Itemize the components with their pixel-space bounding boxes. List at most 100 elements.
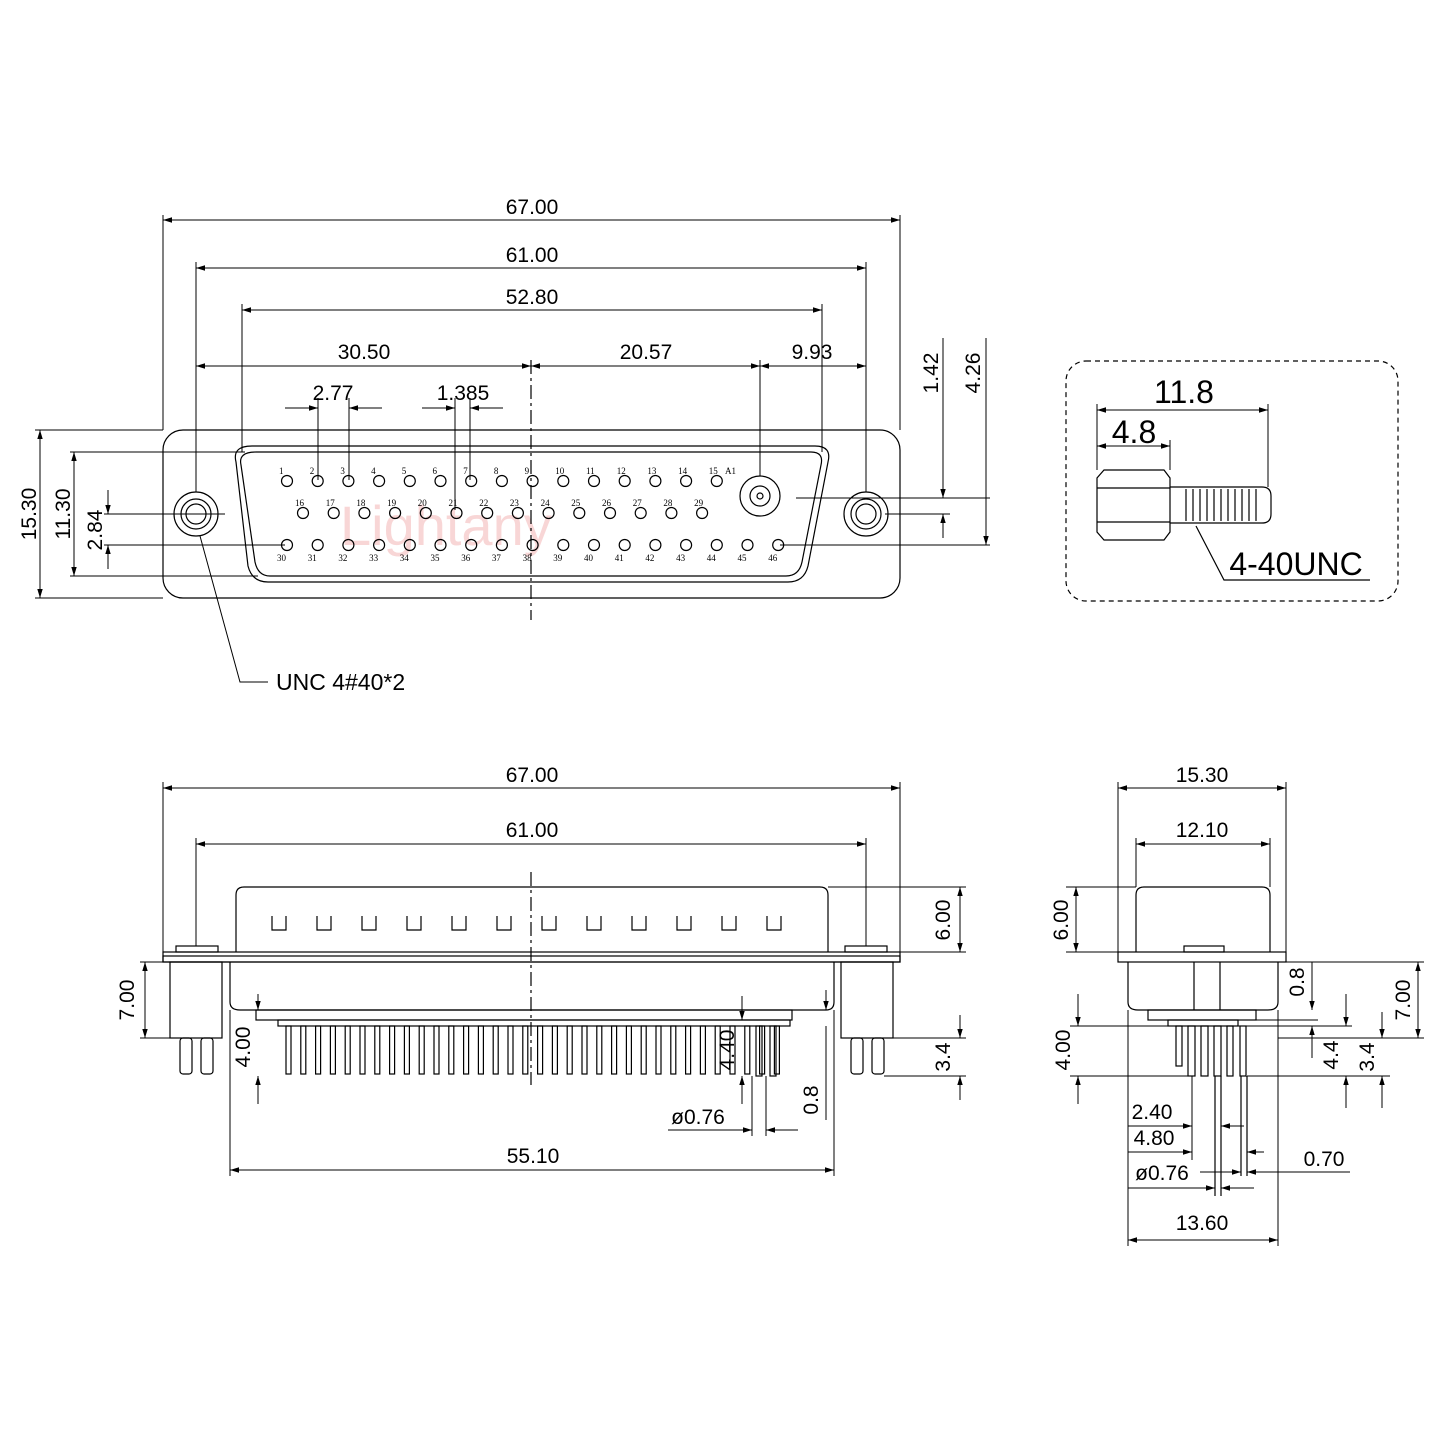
end-dim-pin-length: 4.00 xyxy=(1052,1030,1075,1071)
socket-window xyxy=(721,916,737,931)
pin-hole xyxy=(603,506,617,520)
pin-hole xyxy=(526,474,539,488)
pin-hole xyxy=(679,538,693,552)
dim-overall-width: 67.00 xyxy=(506,196,559,219)
pin-label: A1 xyxy=(725,466,736,476)
pin-label: 36 xyxy=(461,553,471,563)
end-body xyxy=(1127,962,1279,1011)
pin-label: 23 xyxy=(510,498,520,508)
pin-hole xyxy=(450,506,463,520)
dim-hex-length: 4.8 xyxy=(1112,414,1156,450)
side-pin xyxy=(315,1025,322,1075)
pin-label: 31 xyxy=(308,553,317,563)
end-view xyxy=(1117,886,1287,1196)
pin-row-1 xyxy=(280,474,723,488)
side-pins xyxy=(285,1025,781,1077)
pin-hole xyxy=(665,506,678,520)
end-shell xyxy=(1135,886,1271,952)
pin-hole xyxy=(618,474,631,488)
pin-label: 15 xyxy=(709,466,719,476)
coax-contact-a1 xyxy=(739,475,781,517)
side-pin xyxy=(463,1025,470,1075)
dim-overall-height: 15.30 xyxy=(18,488,41,541)
socket-window xyxy=(631,916,647,931)
thread-label: 4-40UNC xyxy=(1229,546,1362,582)
front-view-dim-texts: 67.00 61.00 52.80 30.50 20.57 9.93 2.77 … xyxy=(18,196,985,695)
end-view-dimensions xyxy=(1066,782,1424,1246)
pin-hole xyxy=(434,474,447,488)
end-flange xyxy=(1117,951,1287,963)
dim-row-offset: 1.385 xyxy=(437,382,490,405)
d-shell-inner xyxy=(239,451,823,577)
dim-center-to-coax: 20.57 xyxy=(620,341,673,364)
pin-hole xyxy=(465,538,478,552)
pin-hole xyxy=(649,538,662,552)
pin-label: 46 xyxy=(768,553,778,563)
pin-label: 21 xyxy=(449,498,458,508)
dim-coax-to-mount: 9.93 xyxy=(792,341,833,364)
pin-label: 28 xyxy=(663,498,673,508)
side-pin xyxy=(300,1025,307,1075)
end-dim-tail-long: 4.4 xyxy=(1320,1040,1343,1070)
side-dim-standoff-height: 7.00 xyxy=(116,980,139,1021)
socket-window xyxy=(586,916,602,931)
side-pin xyxy=(492,1025,499,1075)
thread-leader xyxy=(1195,525,1370,581)
pin-hole xyxy=(342,538,355,552)
side-pin xyxy=(655,1025,662,1075)
side-pin xyxy=(448,1025,455,1075)
pin-label: 33 xyxy=(369,553,379,563)
pin-label: 16 xyxy=(295,498,305,508)
side-pin xyxy=(684,1025,692,1075)
side-pin xyxy=(374,1025,381,1075)
side-dim-pin-tail: 3.4 xyxy=(932,1042,955,1072)
pin-label: 41 xyxy=(615,553,624,563)
side-pin xyxy=(699,1025,707,1075)
socket-windows xyxy=(271,916,782,931)
side-shell xyxy=(235,886,829,952)
socket-window xyxy=(361,916,377,931)
pin-label: 6 xyxy=(433,466,438,476)
pin-row-3 xyxy=(280,538,785,552)
end-dim-pin-diameter: ø0.76 xyxy=(1135,1162,1189,1185)
pin-hole xyxy=(634,506,647,520)
socket-window xyxy=(676,916,692,931)
pin-label: 10 xyxy=(555,466,565,476)
pin-label: 35 xyxy=(431,553,441,563)
pin-label: 40 xyxy=(584,553,594,563)
side-pin xyxy=(389,1025,396,1075)
pin-hole xyxy=(526,538,539,552)
pin-label: 38 xyxy=(523,553,533,563)
pin-hole xyxy=(434,538,447,552)
end-dim-overall-width: 15.30 xyxy=(1176,764,1229,787)
end-dim-shell-depth: 6.00 xyxy=(1050,900,1073,941)
pin-label: 44 xyxy=(707,553,717,563)
pin-hole xyxy=(358,506,371,520)
side-pin xyxy=(625,1025,633,1075)
end-dim-row-span: 4.80 xyxy=(1134,1127,1175,1150)
pin-hole xyxy=(511,506,525,520)
side-pin xyxy=(755,1025,763,1077)
pin-hole xyxy=(710,538,723,552)
thread-lines xyxy=(1185,489,1257,521)
pin-hole xyxy=(327,506,340,520)
side-pin xyxy=(329,1025,336,1075)
pin-label: 26 xyxy=(602,498,612,508)
pin-hole xyxy=(481,506,494,520)
pin-label: 25 xyxy=(571,498,581,508)
pin-label: 24 xyxy=(541,498,551,508)
end-dim-standoff-height: 7.00 xyxy=(1392,980,1415,1021)
thread-stud xyxy=(1170,486,1272,524)
side-pin xyxy=(551,1025,559,1075)
pin-label: 34 xyxy=(400,553,410,563)
end-dim-plate-step: 0.8 xyxy=(1286,967,1309,996)
side-pin xyxy=(714,1025,721,1075)
pin-label: 7 xyxy=(463,466,468,476)
side-dim-pin-length-right: 4.40 xyxy=(716,1030,739,1071)
pin-hole xyxy=(495,538,508,552)
pin-hole xyxy=(741,538,754,552)
pin-label: 8 xyxy=(494,466,499,476)
pin-label: 11 xyxy=(586,466,595,476)
side-pin xyxy=(581,1025,588,1075)
